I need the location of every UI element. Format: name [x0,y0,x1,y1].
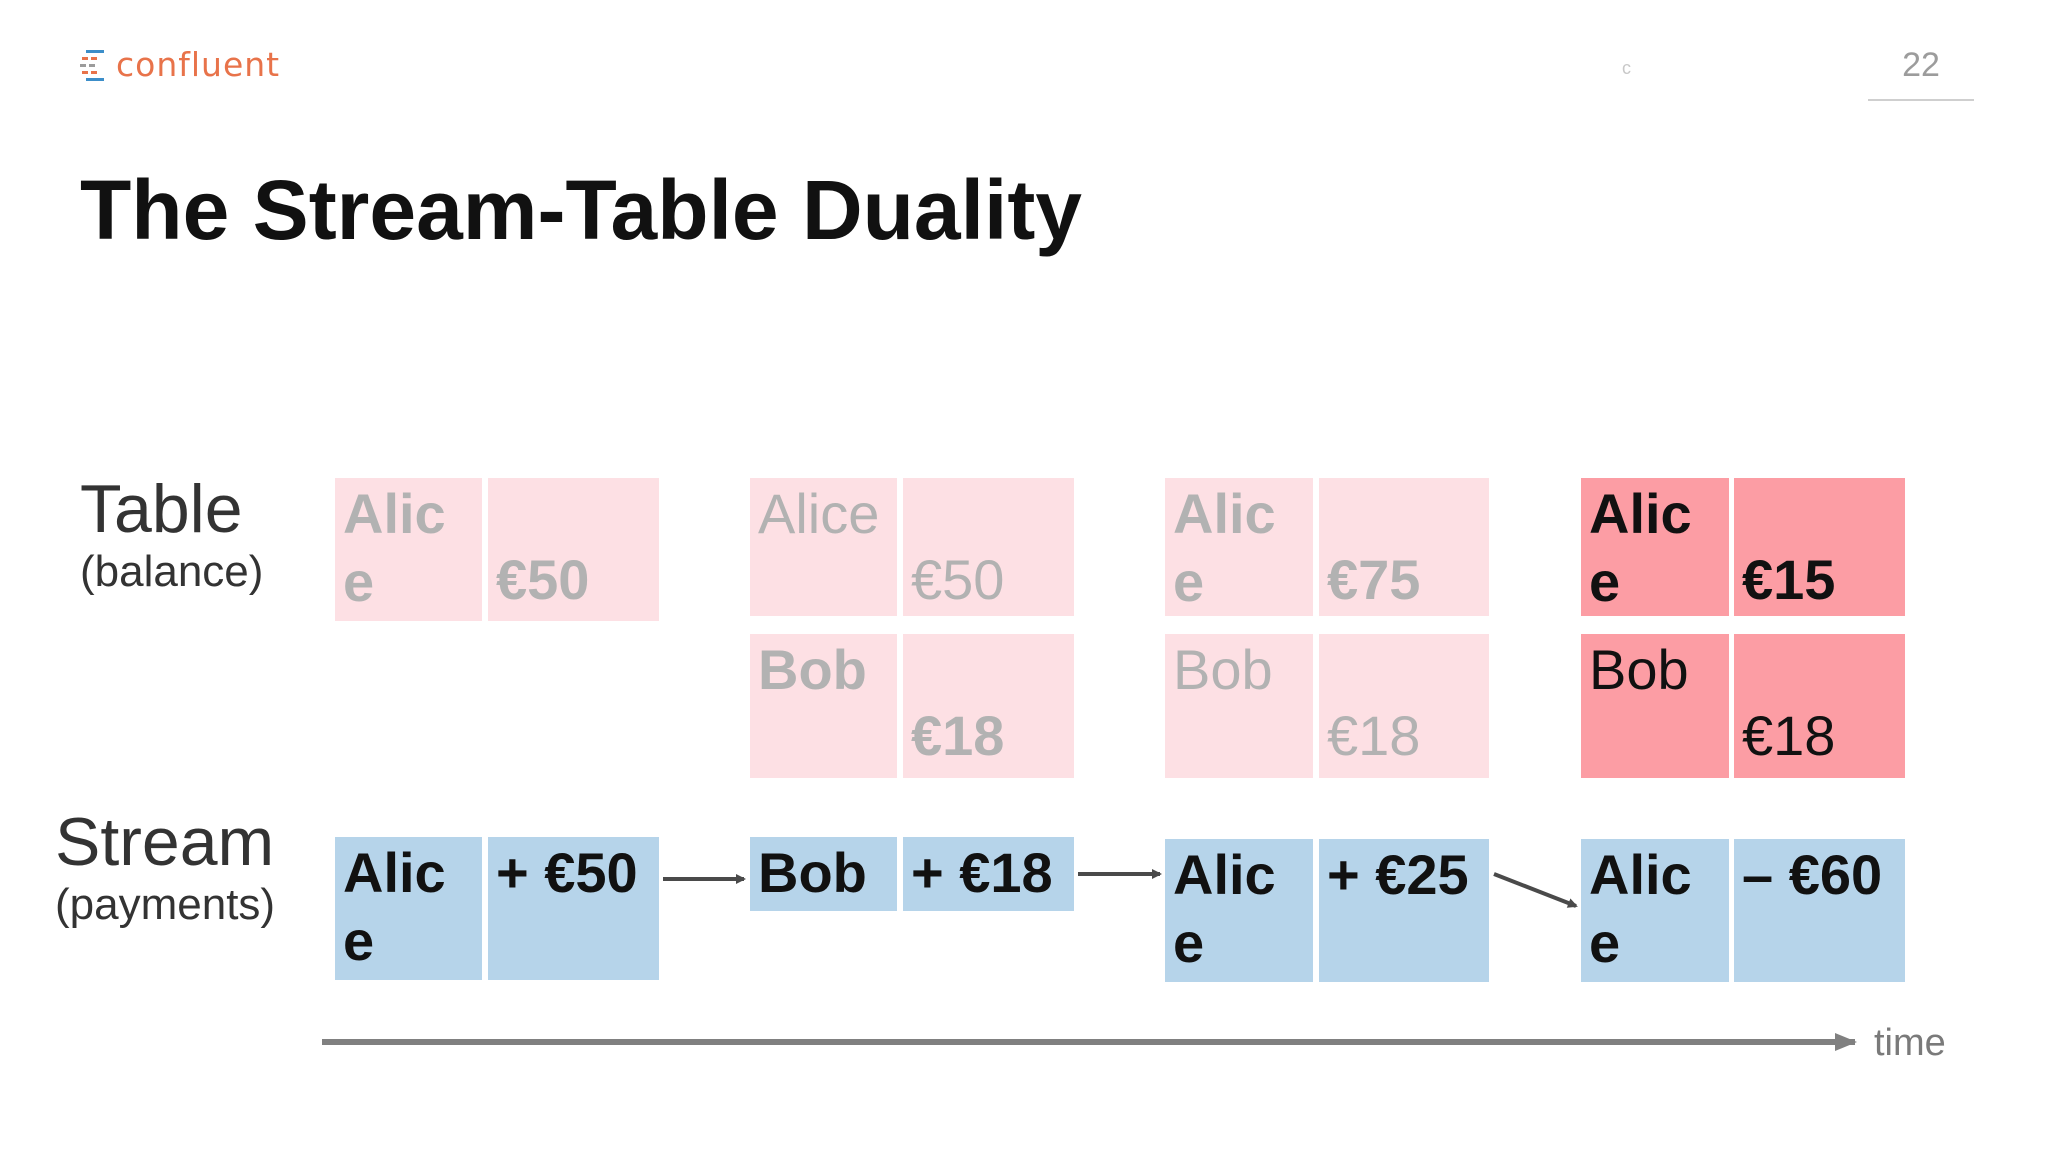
stream-value-cell: + €50 [488,837,659,980]
stream-sublabel: (payments) [55,879,276,929]
table-key-cell: Alice [750,478,897,616]
page-number: 22 [1868,46,1974,101]
table-key-cell: Alice [335,478,482,621]
stream-row-label: Stream (payments) [55,805,275,930]
table-key-cell: Bob [1581,634,1729,778]
stream-label: Stream [55,804,275,880]
table-row-label: Table (balance) [80,472,263,597]
stream-arrow [1493,872,1578,908]
table-key-cell: Bob [750,634,897,778]
stream-value-cell: – €60 [1734,839,1905,982]
stream-key-cell: Bob [750,837,897,911]
table-sublabel: (balance) [80,546,264,596]
confluent-logo: confluent [80,44,280,84]
table-value-cell: €18 [903,634,1074,778]
confluent-logo-icon [80,50,104,81]
stream-key-cell: Alice [1581,839,1729,982]
table-key-cell: Alice [1581,478,1729,616]
table-value-cell: €18 [1734,634,1905,778]
stream-key-cell: Alice [335,837,482,980]
stream-value-cell: + €25 [1319,839,1489,982]
time-axis-label: time [1874,1022,1946,1064]
stream-key-cell: Alice [1165,839,1313,982]
table-key-cell: Bob [1165,634,1313,778]
slide-title: The Stream-Table Duality [80,163,1083,257]
table-label: Table [80,471,243,547]
table-value-cell: €18 [1319,634,1489,778]
table-key-cell: Alice [1165,478,1313,616]
table-value-cell: €15 [1734,478,1905,616]
logo-text: confluent [116,44,281,84]
table-value-cell: €75 [1319,478,1489,616]
stream-value-cell: + €18 [903,837,1074,911]
table-value-cell: €50 [488,478,659,621]
corner-mark: c [1622,58,1631,78]
table-value-cell: €50 [903,478,1074,616]
